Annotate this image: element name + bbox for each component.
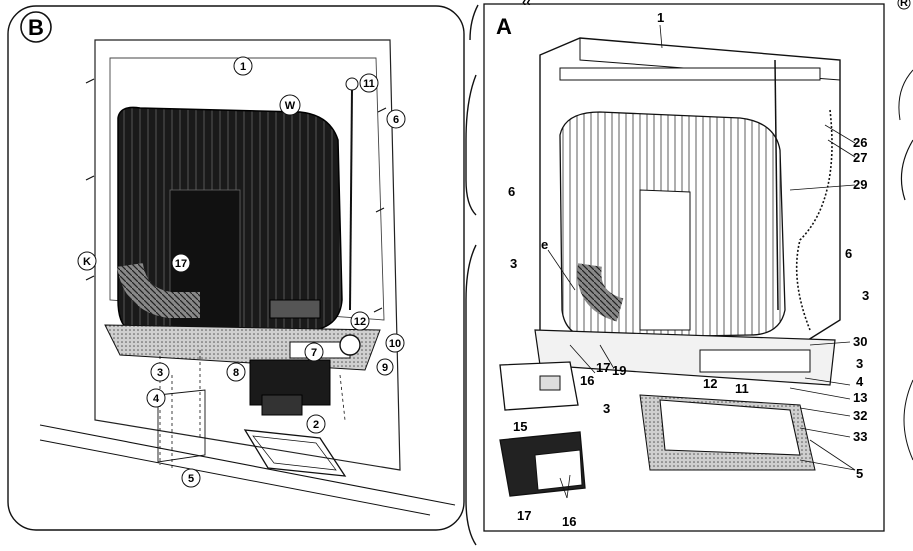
callout-b-8: 8 <box>226 362 246 382</box>
label-a-16-upper: 16 <box>580 373 594 388</box>
electronic-module <box>499 361 579 411</box>
label-a-33: 33 <box>853 429 867 444</box>
label-a-32: 32 <box>853 408 867 423</box>
svg-text:K: K <box>83 256 91 268</box>
label-a-3-bottom: 3 <box>603 401 610 416</box>
label-a-17-upper: 17 <box>596 360 610 375</box>
panel-b-badge-circle <box>20 11 52 43</box>
callout-b-12: 12 <box>350 311 370 331</box>
wall-frame-inner <box>109 57 385 321</box>
control-strip <box>699 349 811 373</box>
callout-b-w: W <box>279 94 301 116</box>
heat-exchanger-cutout <box>639 189 691 331</box>
svg-text:17: 17 <box>175 258 187 270</box>
edge-r-mark: R <box>900 0 908 9</box>
wall-frame-outer <box>94 39 401 471</box>
callout-b-1: 1 <box>233 56 253 76</box>
panel-a-leaders <box>547 24 856 499</box>
callout-b-3: 3 <box>150 362 170 382</box>
label-a-19: 19 <box>612 363 626 378</box>
panel-a: A <box>483 3 885 532</box>
label-a-6-right: 6 <box>845 246 852 261</box>
sensor-rod <box>774 59 779 311</box>
label-a-13: 13 <box>853 390 867 405</box>
svg-text:2: 2 <box>313 419 319 431</box>
rod-cap <box>345 77 359 91</box>
label-a-15: 15 <box>513 419 527 434</box>
separator-brackets <box>465 4 479 546</box>
label-a-6-left: 6 <box>508 184 515 199</box>
callout-b-4: 4 <box>146 388 166 408</box>
label-a-5: 5 <box>856 466 863 481</box>
mounting-bracket <box>157 389 206 463</box>
label-a-26: 26 <box>853 135 867 150</box>
label-a-29: 29 <box>853 177 867 192</box>
svg-text:3: 3 <box>157 367 163 379</box>
wiring-harness <box>795 109 833 331</box>
callout-b-11: 11 <box>359 73 379 93</box>
panel-b-frame <box>7 5 465 531</box>
label-a-12: 12 <box>703 376 717 391</box>
callout-b-6: 6 <box>386 109 406 129</box>
label-a-e: e <box>541 237 548 252</box>
exhaust-hose-a <box>577 263 624 322</box>
top-rail <box>559 67 821 81</box>
callout-b-10: 10 <box>385 333 405 353</box>
svg-text:8: 8 <box>233 367 239 379</box>
floor-well-tray <box>659 399 801 456</box>
panel-b-badge: B <box>28 15 44 40</box>
svg-text:12: 12 <box>354 316 366 328</box>
callout-b-k: K <box>77 251 97 271</box>
callout-b-2: 2 <box>306 414 326 434</box>
svg-text:7: 7 <box>311 347 317 359</box>
wall-screws <box>85 78 387 313</box>
module-connector <box>539 375 561 391</box>
label-a-30: 30 <box>853 334 867 349</box>
svg-text:4: 4 <box>153 393 160 405</box>
label-a-1: 1 <box>657 10 664 25</box>
label-a-3-right: 3 <box>862 288 869 303</box>
right-edge-partial: R <box>897 0 913 461</box>
callout-b-5: 5 <box>181 468 201 488</box>
svg-text:6: 6 <box>393 114 399 126</box>
wall-floor-line-2 <box>39 439 431 516</box>
svg-text:W: W <box>285 100 296 112</box>
panel-a-badge: A <box>496 14 512 39</box>
svg-text:9: 9 <box>382 362 388 374</box>
svg-text:5: 5 <box>188 473 194 485</box>
ignition-unit <box>339 334 361 356</box>
label-a-17-lower: 17 <box>517 508 531 523</box>
callout-b-7: 7 <box>304 342 324 362</box>
heater-front-grille <box>269 299 321 319</box>
wall-floor-line-1 <box>39 424 456 506</box>
panel-a-callouts: 1 26 27 29 6 e 3 6 3 30 3 4 13 32 33 5 1… <box>508 10 869 529</box>
svg-text:11: 11 <box>363 78 375 90</box>
switch-box-front <box>534 449 583 491</box>
label-a-3-left: 3 <box>510 256 517 271</box>
svg-text:10: 10 <box>389 338 401 350</box>
floor-cutout <box>243 429 347 477</box>
exhaust-hose <box>117 262 200 318</box>
label-a-4: 4 <box>856 374 864 389</box>
mounting-rod <box>349 87 353 311</box>
floor-cutout-inner <box>252 435 337 471</box>
panel-b: B <box>7 5 465 531</box>
label-a-16-lower: 16 <box>562 514 576 529</box>
svg-text:1: 1 <box>240 61 246 73</box>
callout-b-9: 9 <box>376 358 394 376</box>
panel-b-callouts: 1 11 W 6 K 17 12 10 7 9 8 3 4 2 5 <box>77 56 406 488</box>
label-a-11: 11 <box>735 381 749 396</box>
callout-b-17: 17 <box>171 253 191 273</box>
label-a-27: 27 <box>853 150 867 165</box>
burner-bottom <box>261 394 303 416</box>
label-a-3-mid: 3 <box>856 356 863 371</box>
panel-a-frame <box>483 3 885 532</box>
